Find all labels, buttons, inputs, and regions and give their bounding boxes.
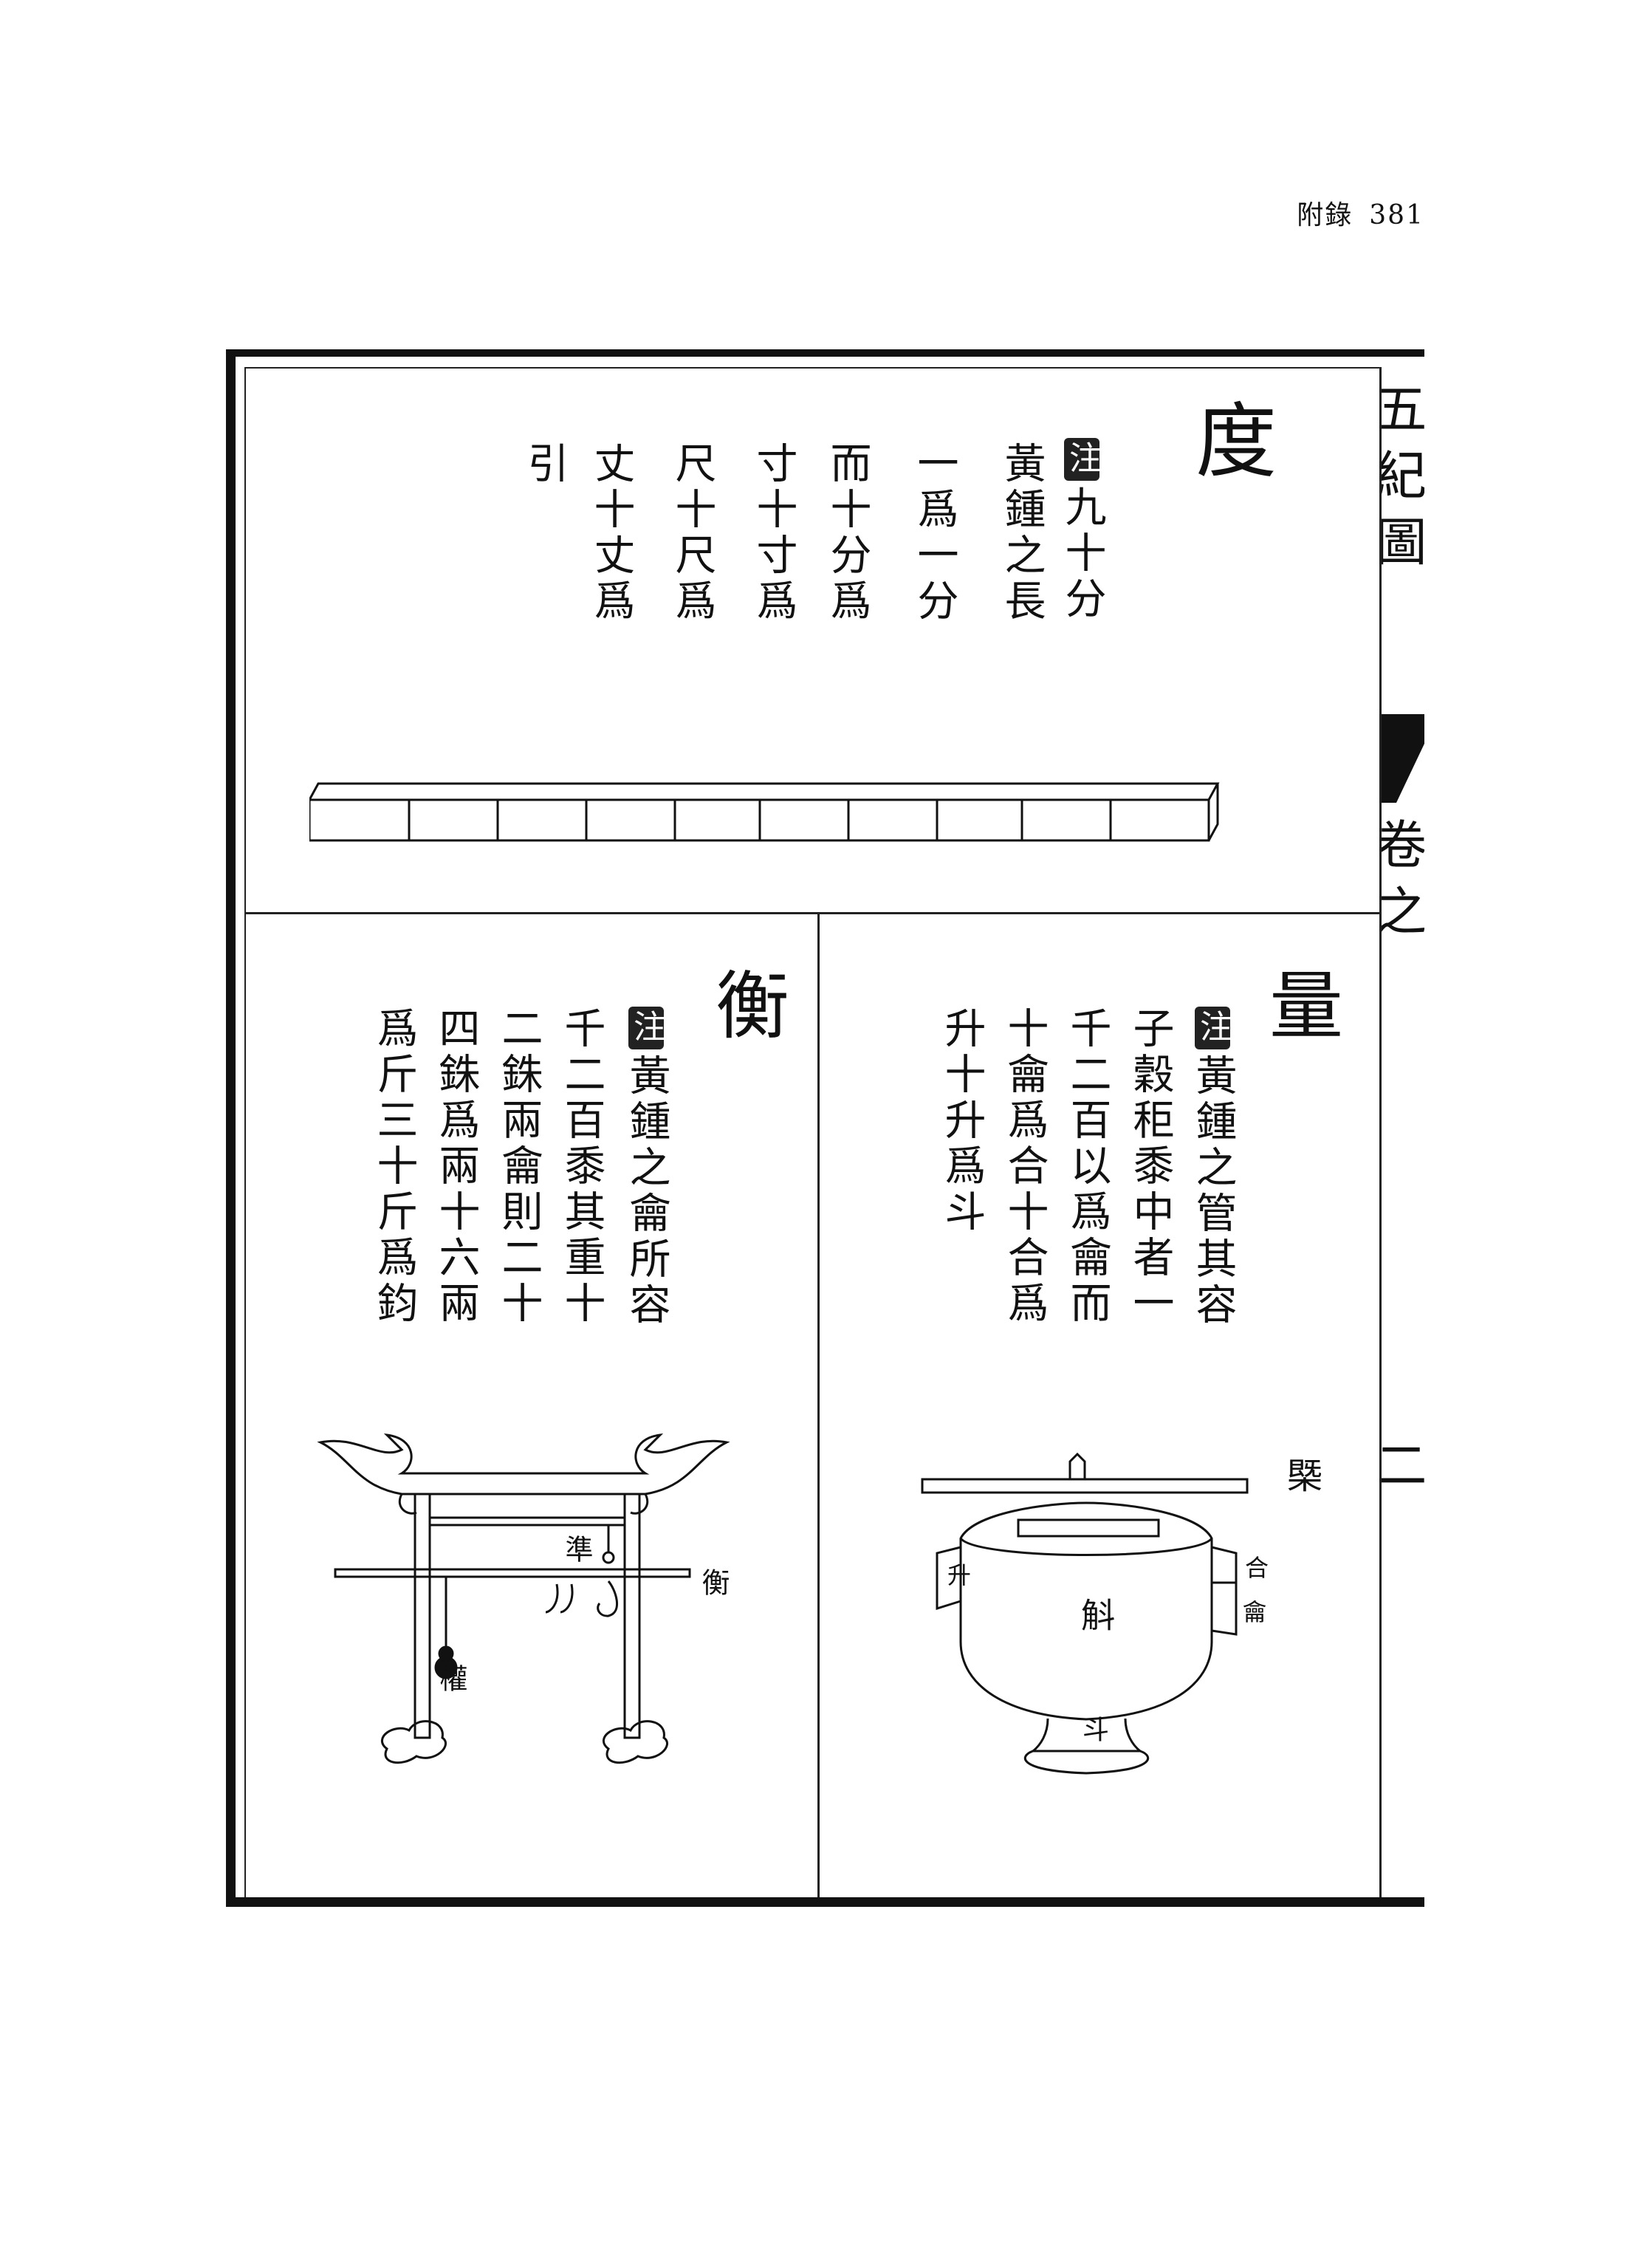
divider-right-margin: [1379, 367, 1382, 1897]
page-header: 附錄 381: [1297, 193, 1424, 232]
heng-note-col-5: 爲斤三十斤爲鈞: [370, 1007, 418, 1327]
side-strip: 五紀圖 卷之 二: [1382, 367, 1424, 1897]
section-label: 附錄: [1297, 200, 1353, 230]
du-note-col-4: 而十分爲: [823, 442, 871, 625]
vessel-knob: [1068, 1452, 1086, 1481]
pointer: [602, 1551, 615, 1564]
base-cloud-left: [381, 1720, 447, 1764]
liang-title: 量: [1269, 963, 1343, 1049]
divider-vertical: [817, 912, 820, 1897]
heng-title: 衡: [716, 963, 789, 1049]
du-note-col-6: 尺十尺爲: [668, 442, 716, 625]
heng-note-col-3: 二銖兩龠則二十: [495, 1007, 543, 1327]
label-yue: 龠: [1239, 1600, 1267, 1623]
divider-horizontal: [244, 912, 1380, 914]
side-sub: 卷之: [1382, 818, 1424, 950]
ruler-top-face: [309, 782, 1220, 801]
hu-vessel-illustration: [921, 1452, 1249, 1775]
handle-left-sheng: [936, 1546, 961, 1611]
beam: [334, 1568, 691, 1578]
fish-tail-mark: [1382, 714, 1424, 803]
hook: [597, 1580, 619, 1617]
liang-note-col-1: 注黃鍾之管其容: [1189, 1007, 1237, 1329]
label-he: 合: [1241, 1555, 1269, 1579]
liang-note-tag: 注: [1194, 1007, 1232, 1049]
label-dou: 斗: [1078, 1716, 1108, 1742]
heng-text-1: 黃鍾之龠所容: [622, 1054, 670, 1329]
heng-note-col-2: 千二百黍其重十: [557, 1007, 605, 1327]
side-mark: 二: [1382, 1438, 1424, 1504]
leveling-rod-gai: [921, 1478, 1249, 1494]
crossbar-bracket-right: [630, 1493, 648, 1515]
page-number: 381: [1369, 200, 1424, 230]
side-title: 五紀圖: [1382, 382, 1424, 581]
ruler-end-face: [1207, 784, 1219, 841]
vessel-rim: [959, 1537, 1213, 1556]
handle-right-he: [1211, 1546, 1238, 1636]
label-hu: 斛: [1076, 1597, 1116, 1631]
label-quan: 權: [435, 1664, 467, 1692]
liang-note-col-2: 子穀秬黍中者一: [1126, 1007, 1174, 1327]
ruler-divisions: [408, 800, 1112, 840]
vessel-body: [959, 1501, 1213, 1721]
hook-strings: [545, 1583, 574, 1614]
du-text-1: 九十分: [1058, 485, 1106, 623]
label-zhun: 準: [560, 1535, 593, 1563]
post-left: [414, 1493, 431, 1739]
label-heng: 衡: [697, 1568, 730, 1596]
liang-note-col-5: 升十升爲斗: [938, 1007, 986, 1236]
liang-note-col-4: 十龠爲合十合爲: [1001, 1007, 1049, 1327]
du-title: 度: [1195, 394, 1277, 489]
post-right: [623, 1493, 641, 1739]
heng-note-col-1: 注黃鍾之龠所容: [622, 1007, 670, 1329]
plate-inner-border: [244, 367, 1380, 1897]
du-note-col-3: 一爲一分: [910, 442, 958, 625]
liang-note-col-3: 千二百以爲龠而: [1063, 1007, 1111, 1327]
label-sheng: 升: [944, 1563, 972, 1586]
balance-scale-illustration: [317, 1433, 730, 1764]
base-cloud-right: [603, 1720, 668, 1764]
du-note-col-8: 引: [521, 442, 569, 487]
ruler-illustration: [309, 782, 1220, 842]
heng-note-col-4: 四銖爲兩十六兩: [432, 1007, 480, 1327]
du-note-col-1: 注九十分: [1058, 438, 1106, 623]
crossbar-top: [317, 1433, 730, 1496]
plate-frame: 度 注九十分 黃鍾之長 一爲一分 而十分爲 寸十寸爲 尺十尺爲 丈十丈爲 引 衡…: [226, 349, 1424, 1907]
du-note-col-2: 黃鍾之長: [998, 442, 1046, 625]
vessel-base-dou: [1023, 1750, 1150, 1775]
vessel-opening: [1017, 1518, 1160, 1538]
du-note-col-7: 丈十丈爲: [587, 442, 635, 625]
heng-note-tag: 注: [628, 1007, 665, 1049]
label-gai: 槩: [1280, 1457, 1322, 1493]
du-note-tag: 注: [1063, 438, 1101, 481]
vessel-foot: [1029, 1718, 1144, 1753]
liang-text-1: 黃鍾之管其容: [1189, 1054, 1237, 1329]
du-note-col-5: 寸十寸爲: [749, 442, 797, 625]
